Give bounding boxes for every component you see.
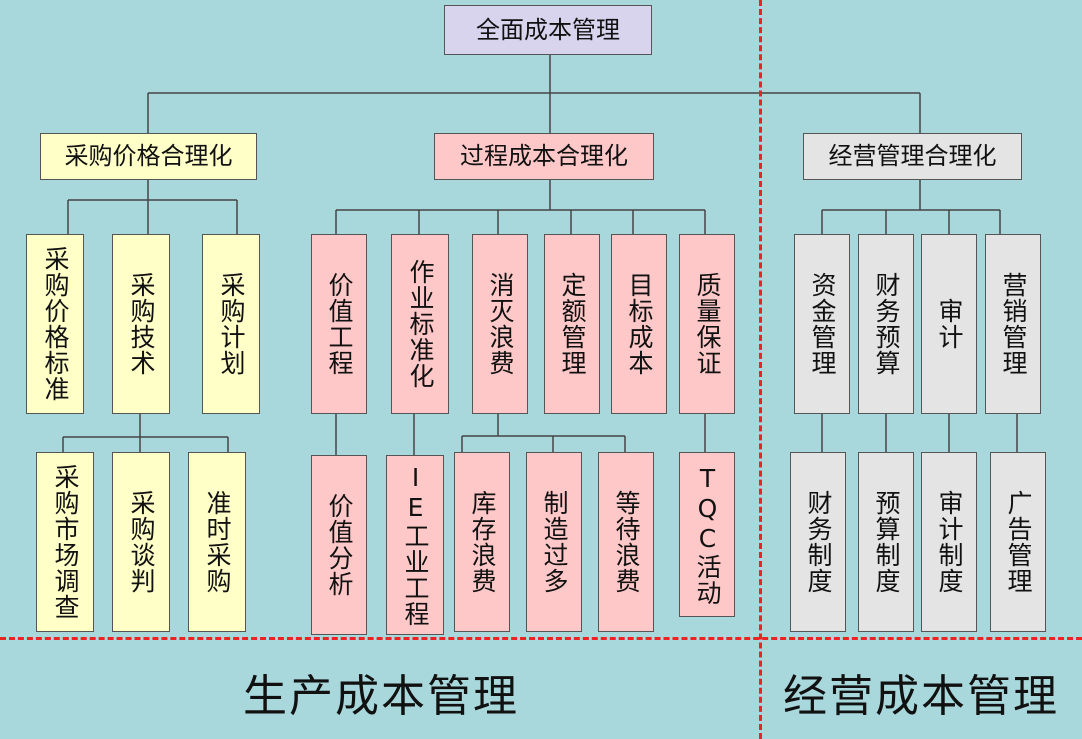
node-value-analysis: 价值分析 [311,455,367,635]
node-audit: 审计 [921,234,977,414]
node-market-research: 采购市场调查 [36,452,94,632]
node-overproduction: 制造过多 [526,452,582,632]
node-financial-budget: 财务预算 [858,234,914,414]
production-cost-label: 生产成本管理 [243,671,519,722]
node-quota-management: 定额管理 [544,234,600,414]
node-tqc-activity: TQC活动 [679,452,735,617]
branch-process: 过程成本合理化 [434,133,654,180]
branch-purchase: 采购价格合理化 [40,133,257,180]
node-eliminate-waste: 消灭浪费 [472,234,528,414]
node-quality-assurance: 质量保证 [679,234,735,414]
node-negotiation: 采购谈判 [112,452,170,632]
node-purchase-technique: 采购技术 [112,234,170,414]
node-inventory-waste: 库存浪费 [454,452,510,632]
business-cost-label: 经营成本管理 [783,671,1059,722]
node-audit-system: 审计制度 [921,452,977,632]
node-fund-management: 资金管理 [794,234,850,414]
node-value-engineering: 价值工程 [311,234,367,414]
node-financial-system: 财务制度 [790,452,846,632]
node-purchase-plan: 采购计划 [202,234,260,414]
node-marketing-management: 营销管理 [985,234,1041,414]
horizontal-divider [0,637,1082,640]
node-advertising-management: 广告管理 [990,452,1046,632]
node-waiting-waste: 等待浪费 [598,452,654,632]
node-budget-system: 预算制度 [858,452,914,632]
vertical-divider [759,0,762,739]
root-node: 全面成本管理 [444,5,652,55]
node-industrial-engineering: IE工业工程 [386,455,444,635]
node-just-in-time: 准时采购 [188,452,246,632]
branch-business: 经营管理合理化 [803,133,1022,180]
node-purchase-price-standard: 采购价格标准 [26,234,84,414]
node-standardization: 作业标准化 [391,234,449,414]
node-target-cost: 目标成本 [611,234,667,414]
